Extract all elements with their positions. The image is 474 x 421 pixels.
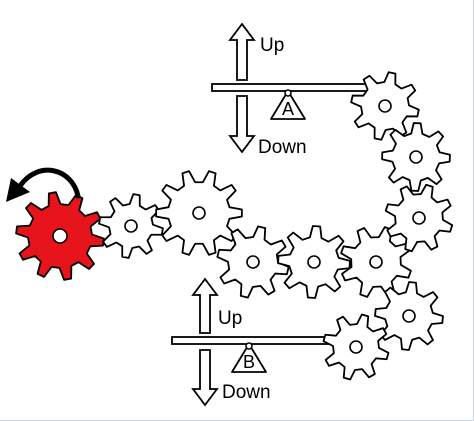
- gear-6: [350, 71, 420, 141]
- gear-axle: [192, 206, 206, 220]
- gear-axle: [369, 255, 383, 269]
- lever-b-down-label: Down: [222, 382, 271, 403]
- gear-axle: [402, 309, 416, 323]
- rotation-arrow-icon: [6, 167, 81, 202]
- lever-b-up-arrow-icon: [191, 277, 219, 334]
- lever-a-pivot-pin: [284, 89, 292, 97]
- lever-a-down-label: Down: [258, 137, 307, 158]
- lever-a-up-arrow-icon: [228, 22, 256, 81]
- gear-axle: [307, 255, 321, 269]
- gear-9: [374, 281, 444, 351]
- gear-1: [98, 193, 164, 259]
- lever-b: B Up Down: [171, 277, 331, 407]
- lever-b-pivot-pin: [245, 342, 253, 350]
- gear-3: [216, 225, 290, 299]
- gear-axle: [378, 99, 392, 113]
- lever-a-up-label: Up: [260, 35, 284, 56]
- gear-train: [15, 71, 454, 381]
- lever-a-down-arrow-icon: [228, 95, 256, 154]
- lever-a-pivot-label: A: [282, 99, 294, 119]
- lever-b-pivot: [231, 343, 267, 373]
- rotation-arrow-arc: [17, 167, 81, 199]
- lever-b-up-label: Up: [218, 308, 242, 329]
- lever-b-down-arrow-icon: [191, 349, 219, 407]
- driver-gear: [15, 191, 105, 281]
- gear-axle: [124, 219, 138, 233]
- gear-8: [384, 183, 454, 253]
- gear-axle: [52, 228, 68, 244]
- gear-5: [340, 226, 412, 298]
- gear-10: [322, 313, 390, 381]
- lever-a-bar: [211, 83, 371, 92]
- gear-axle: [409, 150, 423, 164]
- lever-b-pivot-label: B: [243, 352, 255, 372]
- lever-a: A Up Down: [211, 22, 371, 158]
- gear-2: [155, 170, 243, 256]
- rotation-arrow-head: [6, 178, 30, 202]
- lever-a-pivot: [270, 90, 306, 120]
- gear-axle: [246, 255, 260, 269]
- gear-axle: [412, 211, 426, 225]
- gear-axle: [349, 340, 363, 354]
- gear-4: [277, 225, 351, 299]
- gear-7: [381, 122, 451, 192]
